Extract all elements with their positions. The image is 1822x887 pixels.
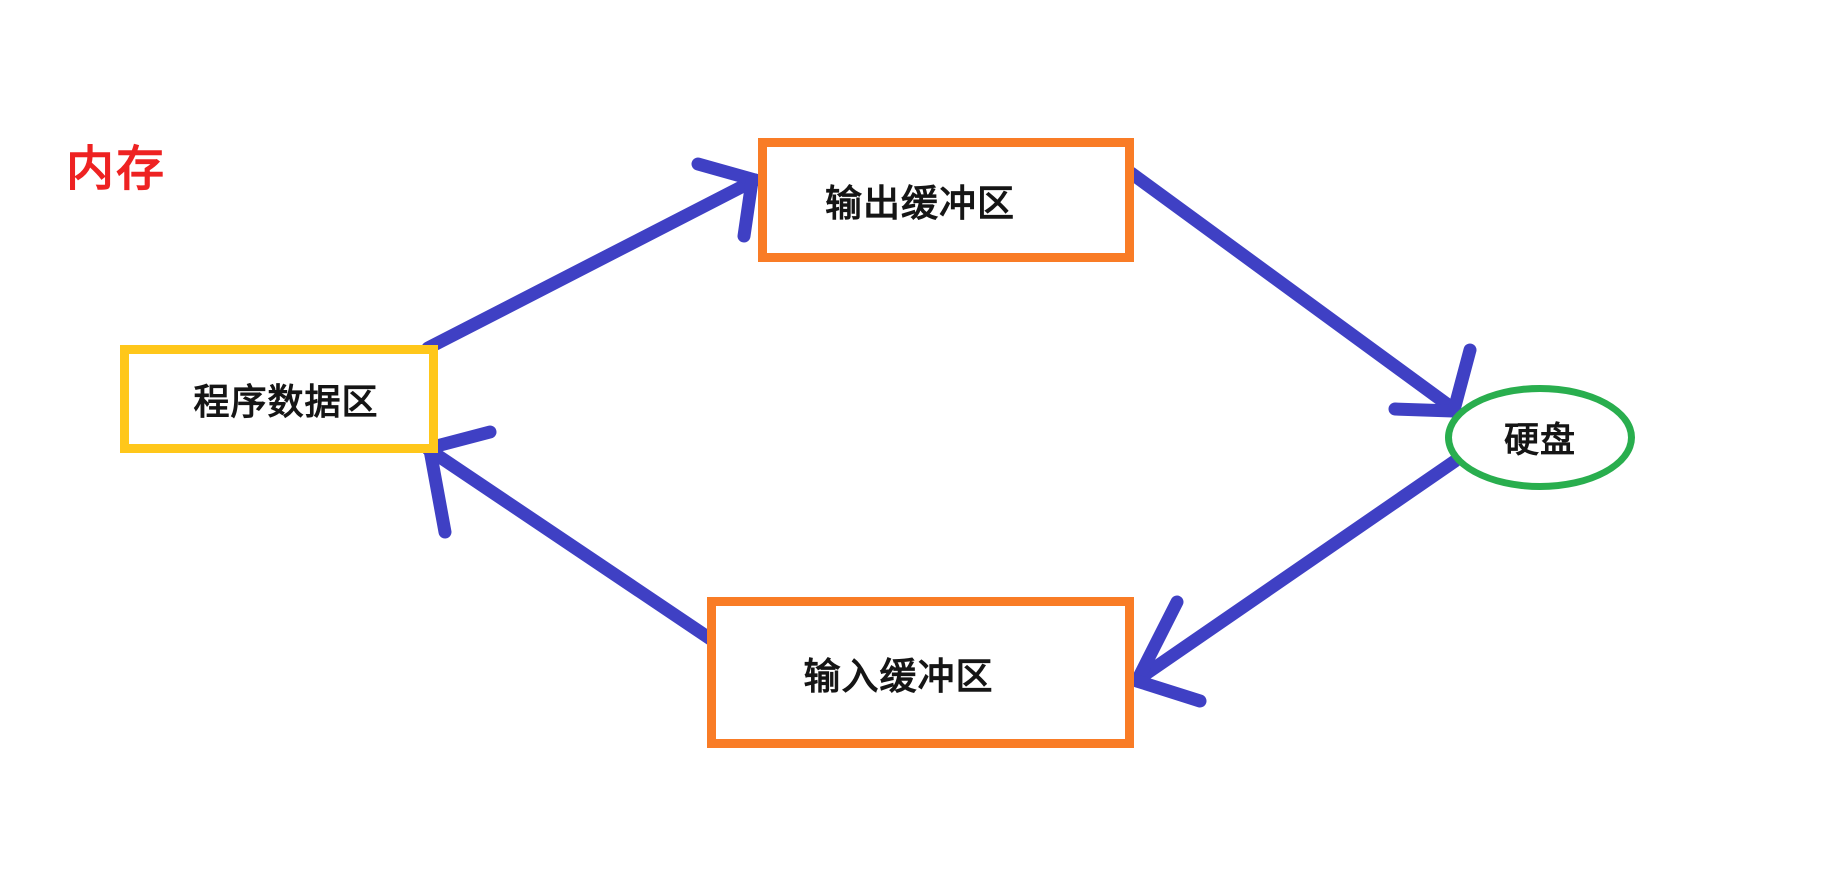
- node-program-data-area-label: 程序数据区: [193, 382, 379, 423]
- node-program-data-area[interactable]: 程序数据区: [120, 345, 438, 453]
- node-output-buffer-label: 输出缓冲区: [825, 182, 1015, 225]
- node-hard-disk[interactable]: 硬盘: [1445, 385, 1635, 490]
- node-input-buffer-label: 输入缓冲区: [803, 654, 994, 698]
- edge-program-data-to-output-buffer: [421, 157, 762, 355]
- node-hard-disk-label: 硬盘: [1503, 421, 1576, 461]
- edge-input-buffer-to-program-data: [421, 425, 719, 647]
- memory-region-label: 内存: [66, 141, 167, 197]
- node-output-buffer[interactable]: 输出缓冲区: [758, 138, 1134, 262]
- edge-disk-to-input-buffer: [1130, 454, 1462, 708]
- node-input-buffer[interactable]: 输入缓冲区: [707, 597, 1134, 748]
- edge-output-buffer-to-disk: [1124, 166, 1477, 418]
